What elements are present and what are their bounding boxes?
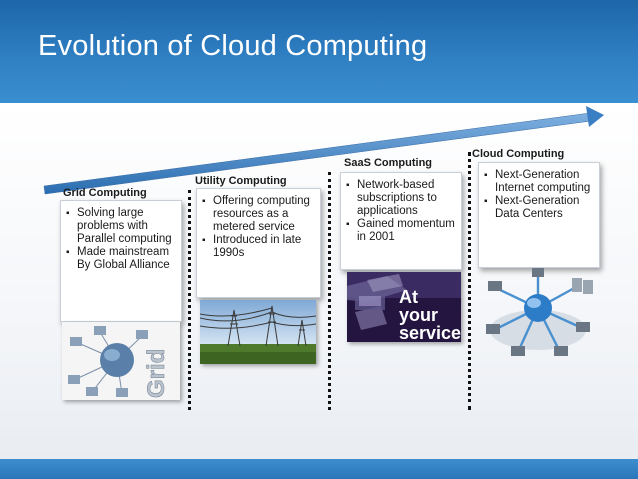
- at-your-service-text: At your service.: [399, 287, 461, 342]
- stage-title-saas: SaaS Computing: [344, 157, 433, 169]
- divider-1: [188, 190, 191, 410]
- grid-network-image: Grid: [62, 322, 180, 400]
- cloud-network-image: [478, 268, 598, 360]
- stage-card-saas: Network-based subscriptions to applicati…: [340, 172, 462, 270]
- divider-2: [328, 172, 331, 410]
- slide-title: Evolution of Cloud Computing: [38, 30, 428, 62]
- bullet: Network-based subscriptions to applicati…: [346, 179, 457, 218]
- bullet: Made mainstream By Global Alliance: [66, 246, 177, 272]
- bullet: Introduced in late 1990s: [202, 234, 316, 260]
- slide-header: Evolution of Cloud Computing: [0, 0, 638, 103]
- at-your-service-image: At your service.: [347, 272, 461, 342]
- bullet: Gained momentum in 2001: [346, 218, 457, 244]
- bullet: Next-Generation Data Centers: [484, 195, 595, 221]
- power-lines-image: [200, 300, 316, 364]
- stage-title-utility: Utility Computing: [195, 175, 287, 187]
- stage-card-cloud: Next-Generation Internet computing Next-…: [478, 162, 600, 268]
- bullet: Offering computing resources as a metere…: [202, 195, 316, 234]
- bullet: Solving large problems with Parallel com…: [66, 207, 177, 246]
- slide-footer: [0, 459, 638, 479]
- stage-card-grid: Solving large problems with Parallel com…: [60, 200, 182, 322]
- stage-title-grid: Grid Computing: [63, 187, 147, 199]
- stage-card-utility: Offering computing resources as a metere…: [196, 188, 321, 298]
- divider-3: [468, 152, 471, 410]
- grid-image-text: Grid: [143, 349, 170, 398]
- bullet: Next-Generation Internet computing: [484, 169, 595, 195]
- stage-title-cloud: Cloud Computing: [472, 148, 565, 160]
